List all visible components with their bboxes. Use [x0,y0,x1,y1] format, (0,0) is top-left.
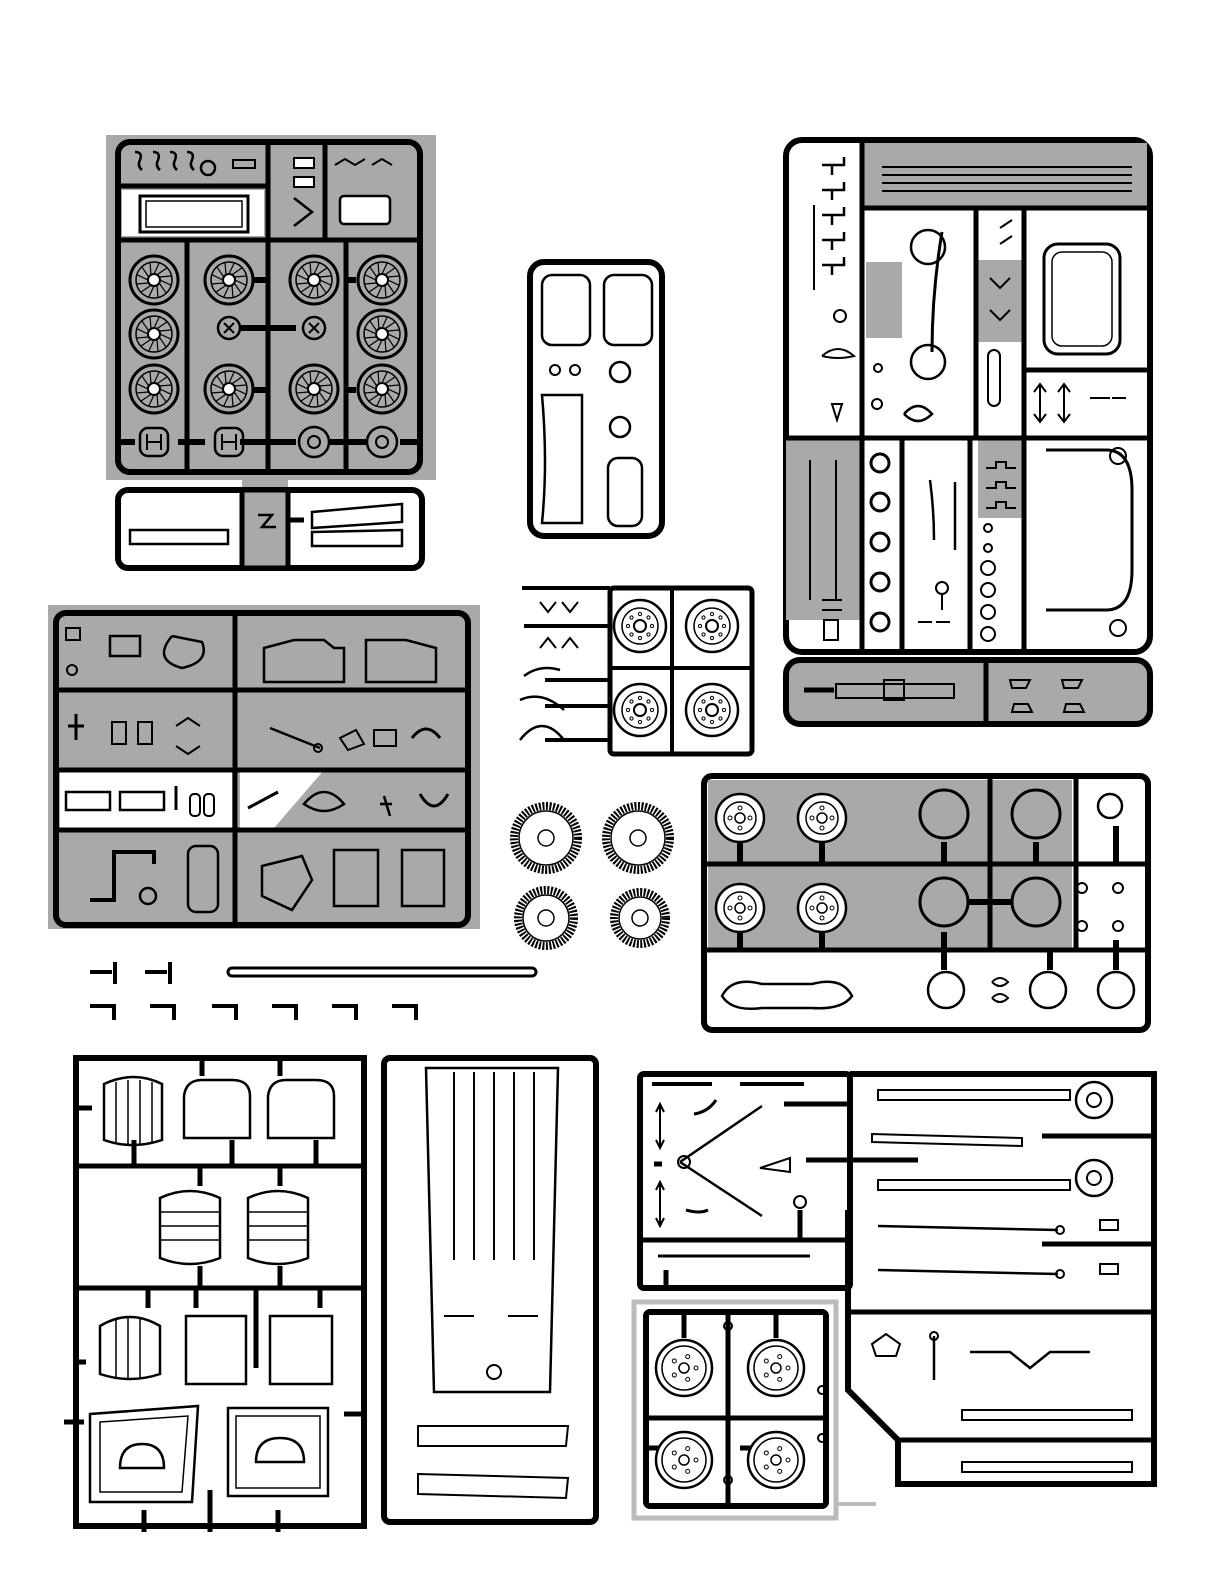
tire [518,890,574,946]
disc-wheel [656,1432,712,1488]
sprue-engine [48,605,480,929]
wire-wheel [130,365,178,413]
wire-wheel [205,365,253,413]
disc-wheel [748,1340,804,1396]
disc-wheel [748,1432,804,1488]
sprue-rims [704,776,1148,1030]
wire-wheel [358,365,406,413]
wire-wheel [358,310,406,358]
wire-wheel [205,256,253,304]
sprue-chassis [384,1058,596,1522]
rim [716,884,764,932]
rim [716,794,764,842]
wire-wheel [290,256,338,304]
rim [798,884,846,932]
sprue-running-board [786,660,1150,724]
tire [614,892,666,944]
wire-wheel [290,365,338,413]
sprue-disc-wheels [634,1302,876,1518]
sprue-wheels-wire [106,135,436,480]
wire-wheel [130,310,178,358]
sprue-body-top-right [786,140,1150,652]
loose-rods [90,962,536,1020]
wire-wheel [130,256,178,304]
tire [606,806,670,870]
sprue-windshield-panels [118,478,422,568]
sprue-small-wheels [520,588,752,754]
sprue-door-panel [530,262,662,536]
sprue-suspension [640,1074,1154,1484]
wire-wheel [358,256,406,304]
sprue-hood [64,1058,364,1532]
disc-wheel [656,1340,712,1396]
rim [798,794,846,842]
loose-tires [514,806,670,946]
tire [514,806,578,870]
